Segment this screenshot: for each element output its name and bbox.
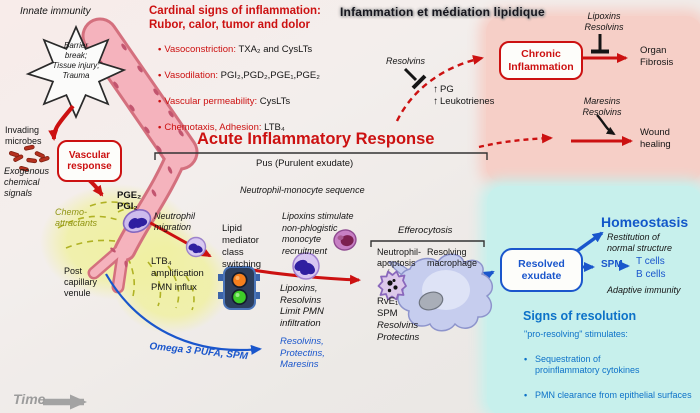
bullet-icon: • (524, 389, 528, 400)
pus-label: Pus (Purulent exudate) (256, 158, 354, 169)
maresins-resolvins-label: Maresins Resolvins (582, 96, 622, 117)
lipid-switching-label: Lipid mediator class switching (222, 223, 262, 271)
macrophage-cell (387, 253, 494, 332)
inhibition-symbols (403, 34, 616, 136)
brackets (154, 152, 488, 247)
resolved-exudate-box: Resolved exudate (500, 248, 583, 292)
pge2-pgi2-label: PGE₂ PGI₂ (117, 190, 142, 212)
neutrophil-apoptosis-label: Neutrophil- apoptosis (377, 247, 422, 268)
signs-of-resolution-title: Signs of resolution (523, 309, 637, 323)
cardinal-item: •Vasoconstriction: TXA₂ and CysLTs (158, 43, 313, 55)
traffic-light-icon (218, 266, 260, 310)
resolution-item: •Sequestration of proinflammatory cytoki… (524, 353, 640, 375)
monocyte-cell (292, 252, 320, 280)
leukotrienes-increase-label: ↑Leukotrienes (433, 96, 495, 107)
up-arrow-icon: ↑ (433, 96, 438, 107)
bullet-icon: • (158, 70, 162, 82)
chemoattractants-label: Chemo- attractants (55, 207, 98, 228)
time-label: Time (13, 391, 46, 407)
lipoxins-resolvins-mid-label: Lipoxins, Resolvins (280, 283, 322, 306)
homeostasis-title: Homeostasis (601, 214, 689, 230)
signs-of-resolution-list: •Sequestration of proinflammatory cytoki… (524, 343, 696, 413)
ltb4-amplification-label: LTB₄ amplification (151, 256, 204, 279)
vascular-response-box: Vascular response (57, 140, 122, 182)
neutrophil-diapedesis-cell (122, 208, 152, 234)
neutrophil-migration-label: Neutrophil migration (154, 211, 196, 232)
resolvins-protectins-label: Resolvins Protectins (377, 320, 420, 344)
resolvins-protectins-maresins-label: Resolvins, Protectins, Maresins (280, 336, 325, 371)
organ-fibrosis-label: Organ Fibrosis (640, 45, 674, 68)
bullet-icon: • (524, 353, 528, 364)
limit-pmn-label: Limit PMN infiltration (280, 306, 324, 329)
exogenous-signals-label: Exogenous chemical signals (4, 166, 50, 198)
t-b-cells-label: T cells B cells (636, 256, 666, 280)
cardinal-item: •Chemotaxis, Adhesion: LTB₄ (158, 122, 285, 134)
up-arrow-icon: ↑ (433, 84, 438, 95)
red-arrows (48, 53, 633, 285)
sequence-label: Neutrophil-monocyte sequence (240, 185, 365, 195)
injury-star-label: Barrier break; Tissue injury; Trauma (52, 41, 100, 80)
pmn-influx-label: PMN influx (151, 282, 197, 293)
bullet-icon: • (158, 43, 162, 55)
cardinal-item: •Vasodilation: PGI₂,PGD₂,PGE₁,PGE₂ (158, 70, 320, 82)
rve1-spm-label: RvE₁ SPM (377, 296, 399, 320)
cardinal-signs-title: Cardinal signs of inflammation: Rubor, c… (149, 5, 321, 31)
spm-label: SPM (601, 259, 623, 270)
page-title: Infammation et médiation lipidique (340, 5, 545, 19)
bullet-icon: • (158, 96, 162, 108)
cardinal-signs-list: •Vasoconstriction: TXA₂ and CysLTs •Vaso… (158, 33, 320, 148)
resolution-panel (487, 186, 700, 413)
acute-response-title: Acute Inflammatory Response (197, 130, 435, 148)
pro-resolving-subtitle: "pro-resolving" stimulates: (524, 329, 628, 339)
bullet-icon: • (158, 122, 162, 134)
wound-healing-label: Wound healing (640, 127, 671, 150)
migrating-neutrophil-cell (185, 236, 207, 258)
cardinal-item: •Vascular permeability: CysLTs (158, 96, 291, 108)
apoptotic-neutrophil-cell (377, 270, 407, 301)
post-capillary-venule-label: Post capillary venule (64, 266, 98, 298)
innate-immunity-label: Innate immunity (20, 6, 91, 17)
chronic-inflammation-box: Chronic Inflammation (499, 41, 583, 80)
efferocytosis-title: Efferocytosis (398, 225, 453, 236)
blood-vessel (81, 17, 199, 294)
bacteria-icons (8, 144, 50, 172)
invading-microbes-label: Invading microbes (5, 125, 42, 146)
lipoxins-resolvins-label: Lipoxins Resolvins (584, 11, 624, 32)
adaptive-immunity-label: Adaptive immunity (607, 285, 681, 295)
resolving-macrophage-label: Resolving macrophage (427, 247, 478, 268)
resolvins-inhibitor-label: Resolvins (386, 56, 426, 66)
restitution-label: Restitution of normal structure (607, 232, 673, 253)
injury-star (25, 24, 127, 120)
recruited-monocyte-cell (333, 229, 357, 251)
resolution-item: •PMN clearance from epithelial surfaces (524, 389, 692, 400)
lipoxins-stimulate-label: Lipoxins stimulate non-phlogistic monocy… (282, 211, 354, 256)
pg-increase-label: ↑PG (433, 84, 454, 95)
